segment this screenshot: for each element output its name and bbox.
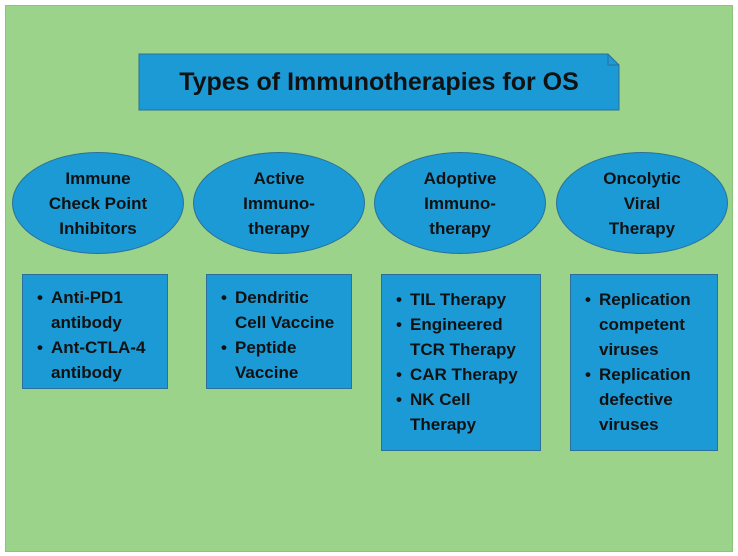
item-text: Replication defective viruses xyxy=(599,365,691,434)
category-ellipse-active: Active Immuno- therapy xyxy=(193,152,365,254)
items-box-oncolytic: • Replication competent viruses • Replicat… xyxy=(570,274,718,451)
bullet-icon: • xyxy=(396,365,402,384)
list-item: • CAR Therapy xyxy=(388,362,532,387)
bullet-icon: • xyxy=(221,338,227,357)
bullet-icon: • xyxy=(396,290,402,309)
bullet-icon: • xyxy=(585,290,591,309)
category-ellipse-oncolytic: Oncolytic Viral Therapy xyxy=(556,152,728,254)
list-item: • Dendritic Cell Vaccine xyxy=(213,285,343,335)
bullet-icon: • xyxy=(37,338,43,357)
list-item: • Engineered TCR Therapy xyxy=(388,312,532,362)
items-box-checkpoint: • Anti-PD1 antibody • Ant-CTLA-4 antibody xyxy=(22,274,168,389)
list-item: • TIL Therapy xyxy=(388,287,532,312)
category-label: Active Immuno- therapy xyxy=(243,168,315,238)
diagram-title: Types of Immunotherapies for OS xyxy=(179,67,579,96)
bullet-icon: • xyxy=(396,315,402,334)
list-item: • Peptide Vaccine xyxy=(213,335,343,385)
item-text: CAR Therapy xyxy=(410,365,518,384)
items-box-adoptive: • TIL Therapy • Engineered TCR Therapy • CA… xyxy=(381,274,541,451)
category-ellipse-checkpoint: Immune Check Point Inhibitors xyxy=(12,152,184,254)
diagram-canvas: Types of Immunotherapies for OS Immune C… xyxy=(5,5,733,552)
title-banner-shape xyxy=(138,53,620,111)
category-label: Oncolytic Viral Therapy xyxy=(603,168,681,238)
list-item: • Replication defective viruses xyxy=(577,362,709,437)
bullet-icon: • xyxy=(37,288,43,307)
item-text: Dendritic Cell Vaccine xyxy=(235,288,335,332)
list-item: • Ant-CTLA-4 antibody xyxy=(29,335,159,385)
item-text: NK Cell Therapy xyxy=(410,390,477,434)
list-item: • Anti-PD1 antibody xyxy=(29,285,159,335)
item-text: Ant-CTLA-4 antibody xyxy=(51,338,146,382)
title-banner: Types of Immunotherapies for OS xyxy=(138,53,620,111)
list-item: • Replication competent viruses xyxy=(577,287,709,362)
bullet-icon: • xyxy=(396,390,402,409)
category-label: Immune Check Point Inhibitors xyxy=(48,168,148,238)
list-item: • NK Cell Therapy xyxy=(388,387,532,437)
item-text: Peptide Vaccine xyxy=(235,338,299,382)
category-label: Adoptive Immuno- therapy xyxy=(423,168,497,238)
item-text: Replication competent viruses xyxy=(599,290,691,359)
bullet-icon: • xyxy=(221,288,227,307)
category-ellipse-adoptive: Adoptive Immuno- therapy xyxy=(374,152,546,254)
bullet-icon: • xyxy=(585,365,591,384)
item-text: Engineered TCR Therapy xyxy=(410,315,516,359)
item-text: Anti-PD1 antibody xyxy=(51,288,123,332)
items-box-active: • Dendritic Cell Vaccine • Peptide Vaccine xyxy=(206,274,352,389)
item-text: TIL Therapy xyxy=(410,290,507,309)
